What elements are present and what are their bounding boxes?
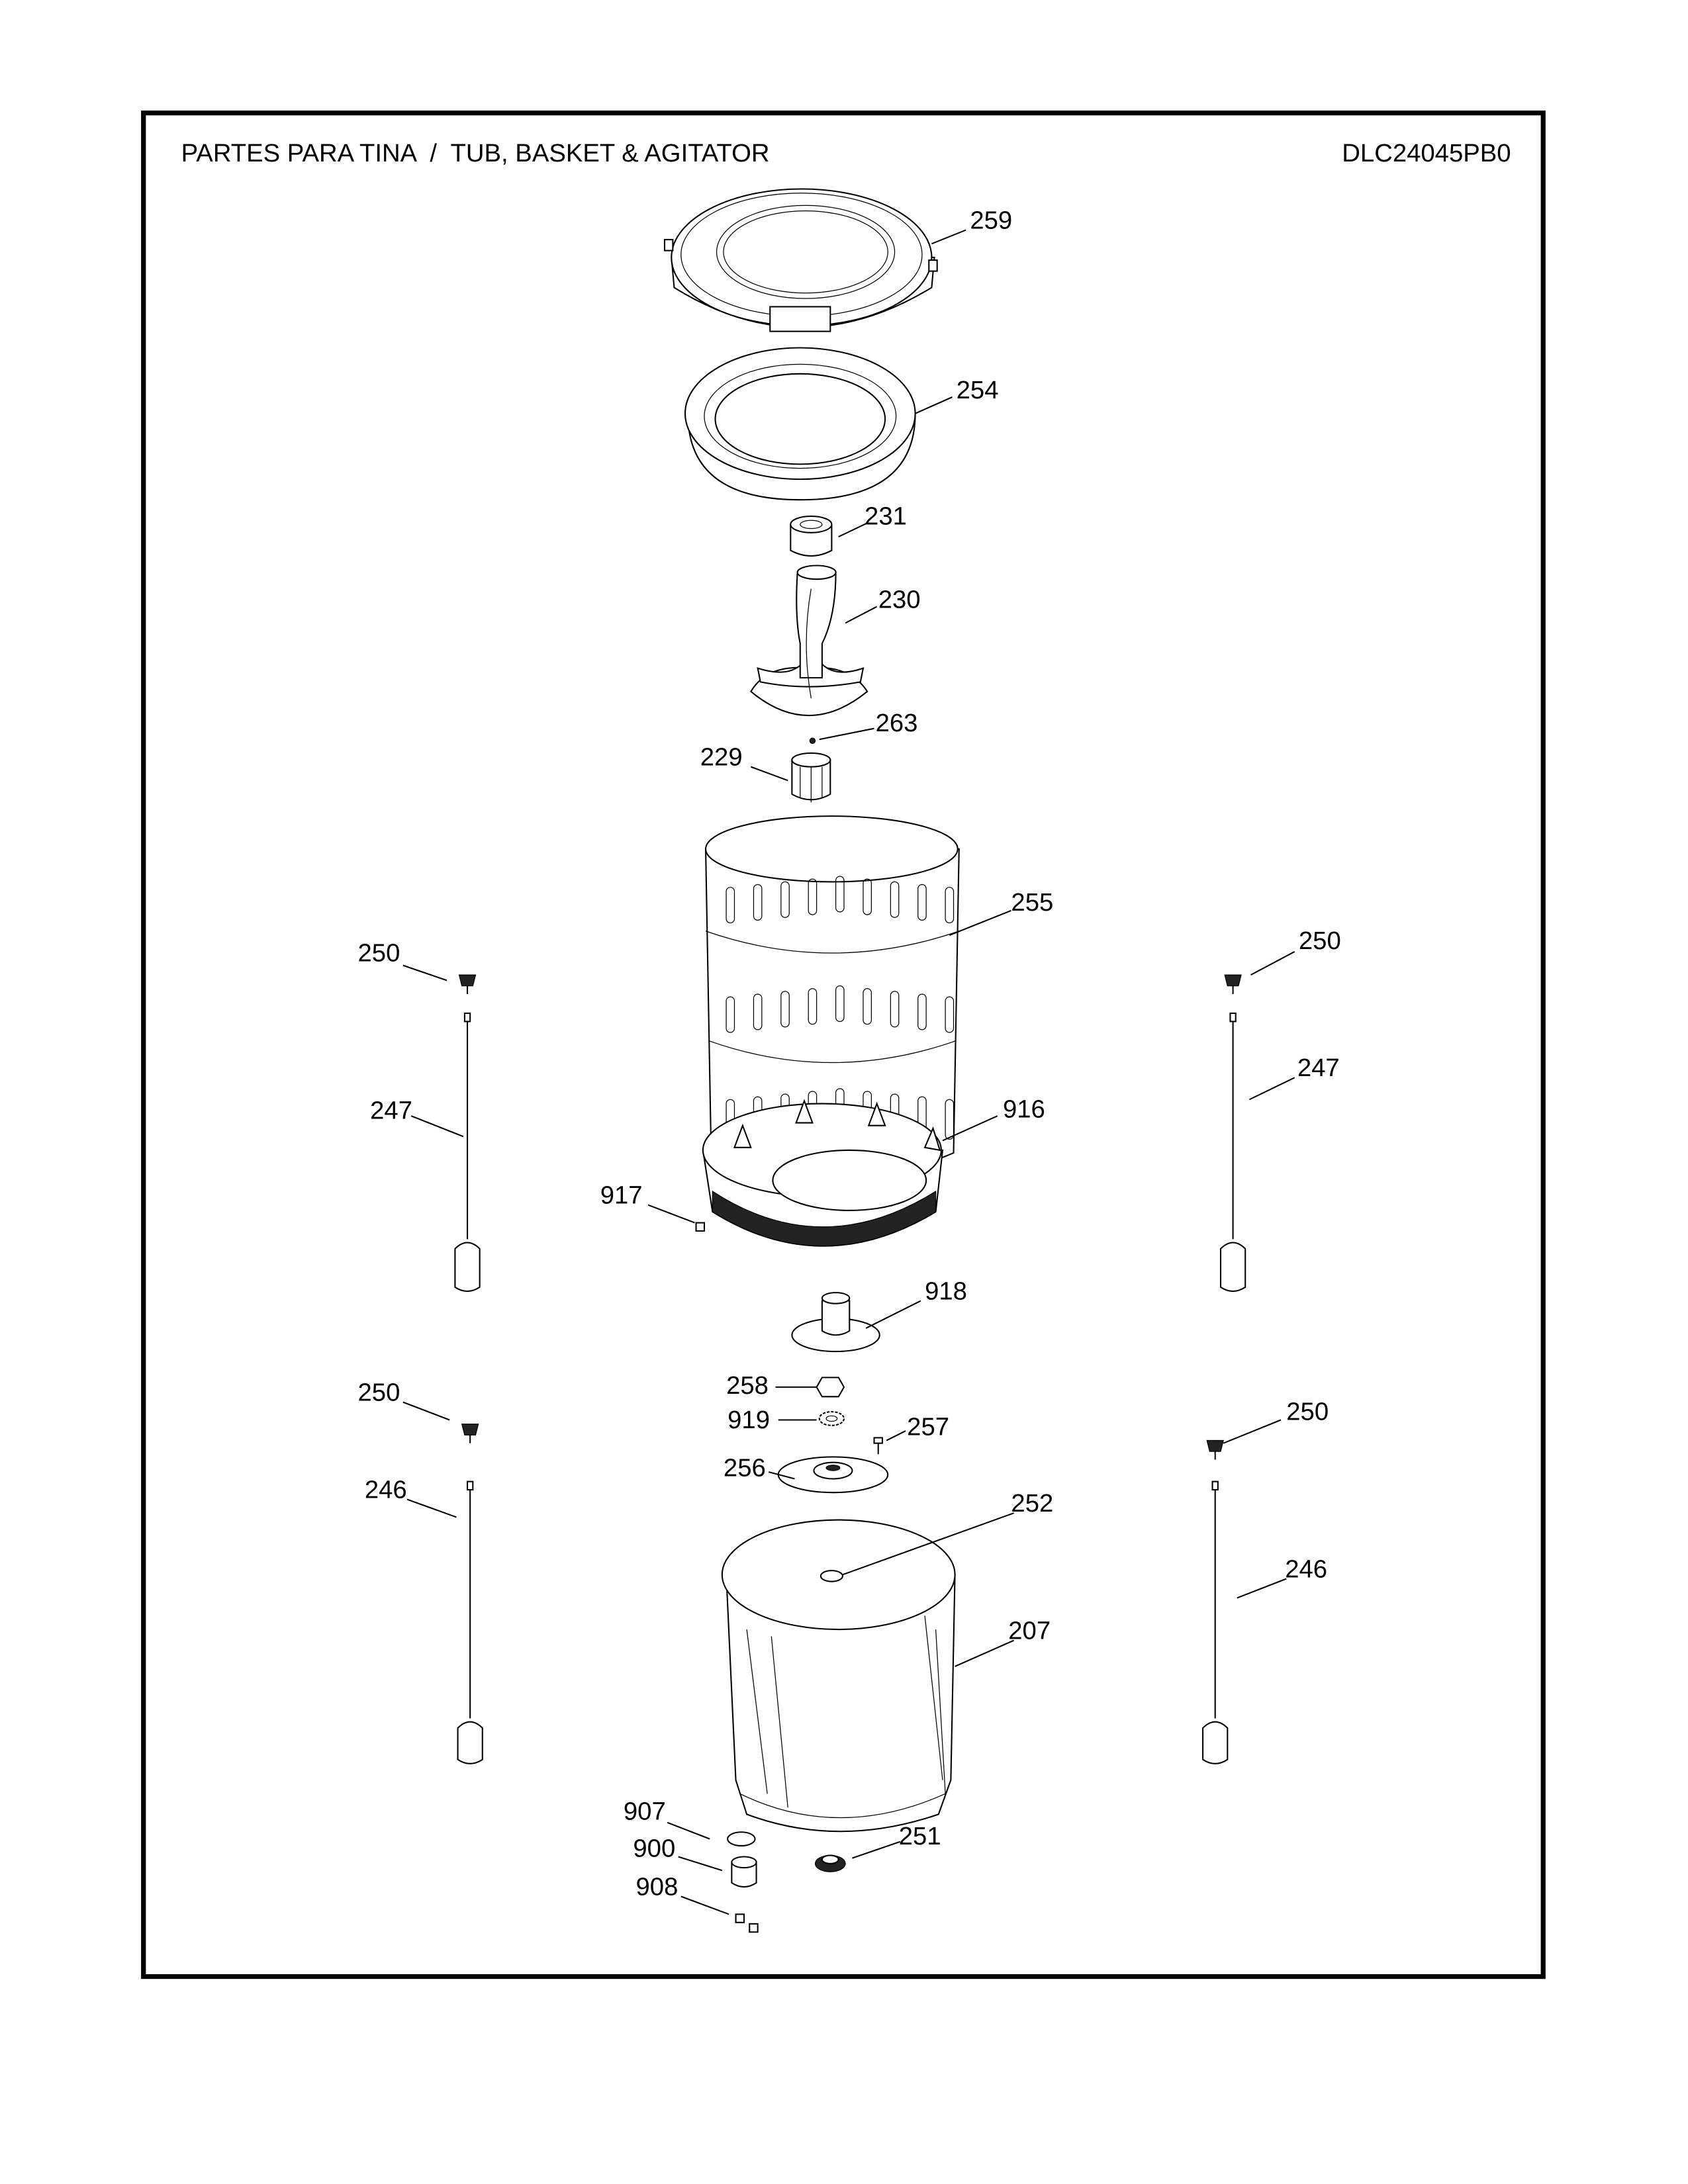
part-254-tub-ring [684, 347, 916, 501]
part-907-o-ring [727, 1831, 756, 1846]
callout-250-lower-right: 250 [1286, 1398, 1329, 1426]
part-251-drain-seal [814, 1854, 846, 1872]
part-231-bushing [790, 515, 833, 557]
suspension-rod-247-left [454, 974, 481, 1293]
callout-263: 263 [876, 709, 918, 737]
callout-247-left: 247 [370, 1096, 412, 1124]
part-908-clips [735, 1913, 759, 1933]
part-916-balance-ring [702, 1099, 944, 1247]
callout-246-left: 246 [365, 1475, 407, 1504]
part-900-valve [731, 1856, 757, 1888]
model-number: DLC24045PB0 [1342, 139, 1511, 167]
callout-917: 917 [600, 1181, 643, 1210]
basket-slot [863, 988, 872, 1025]
callout-251: 251 [899, 1822, 941, 1850]
part-252-seal [820, 1570, 843, 1582]
basket-slot [753, 993, 763, 1030]
basket-slot [726, 887, 735, 924]
diagram-title: PARTES PARA TINA / TUB, BASKET & AGITATO… [181, 139, 770, 167]
callout-908: 908 [636, 1872, 679, 1901]
basket-slot [890, 881, 900, 918]
suspension-rod-246-right [1202, 1439, 1229, 1764]
part-256-flange [777, 1456, 889, 1494]
callout-229: 229 [700, 743, 743, 772]
callout-258: 258 [726, 1371, 769, 1400]
callout-231: 231 [865, 502, 907, 530]
suspension-rod-247-right [1219, 974, 1246, 1293]
callout-256: 256 [724, 1453, 766, 1482]
part-255-basket [704, 815, 960, 1180]
part-257-screw [873, 1437, 883, 1455]
part-919-lock-washer [818, 1411, 845, 1426]
basket-slot [780, 881, 790, 918]
basket-slot [945, 887, 955, 924]
basket-slot [917, 884, 927, 921]
callout-labels: 259 254 231 230 263 229 255 250 250 247 … [358, 206, 1341, 1901]
part-230-agitator [749, 565, 868, 716]
basket-slot [890, 991, 900, 1028]
callout-230: 230 [878, 586, 921, 614]
part-917-clip [695, 1222, 705, 1232]
callout-916: 916 [1003, 1095, 1045, 1123]
callout-250-upper-right: 250 [1299, 927, 1341, 955]
callout-259: 259 [970, 206, 1012, 235]
part-263-small-part [809, 737, 816, 745]
basket-slot [945, 996, 955, 1033]
callout-252: 252 [1011, 1489, 1053, 1518]
basket-slot [808, 988, 818, 1025]
part-259-tub-cover [663, 188, 938, 332]
basket-slot [726, 996, 735, 1033]
basket-slot [917, 993, 927, 1030]
basket-slot [863, 878, 872, 915]
basket-slot [835, 985, 845, 1023]
callout-255: 255 [1011, 888, 1053, 917]
part-258-hex-nut [816, 1377, 845, 1398]
basket-slot [753, 884, 763, 921]
callout-207: 207 [1008, 1617, 1051, 1645]
callout-907: 907 [624, 1797, 666, 1826]
callout-257: 257 [907, 1412, 949, 1441]
callout-254: 254 [957, 376, 999, 404]
part-229-nut [791, 752, 831, 803]
callout-247-right: 247 [1297, 1054, 1340, 1082]
basket-slot [945, 1099, 955, 1140]
part-207-outer-tub [721, 1519, 956, 1833]
callout-919: 919 [727, 1406, 770, 1434]
callout-900: 900 [633, 1835, 675, 1863]
callout-918: 918 [925, 1277, 967, 1305]
part-918-hub [791, 1292, 880, 1353]
callout-250-lower-left: 250 [358, 1379, 400, 1407]
basket-slot [835, 876, 845, 913]
leader-lines [402, 229, 1295, 1915]
basket-slot [808, 878, 818, 915]
callout-246-right: 246 [1285, 1555, 1327, 1583]
suspension-rod-246-left [457, 1424, 483, 1764]
basket-slot [780, 991, 790, 1028]
callout-250-upper-left: 250 [358, 938, 400, 967]
